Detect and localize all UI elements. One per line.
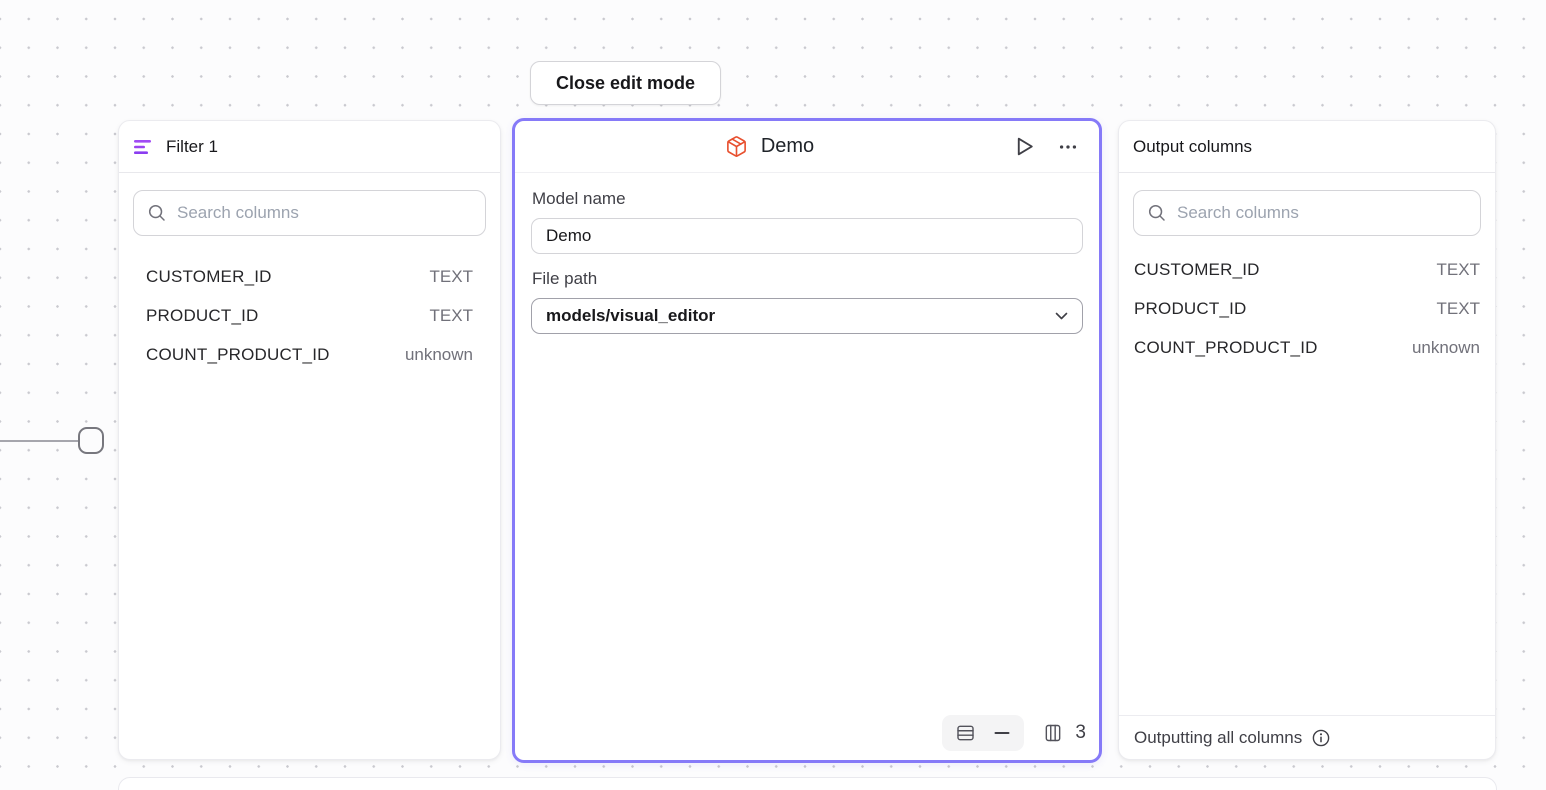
column-type: TEXT: [429, 305, 473, 325]
column-name: COUNT_PRODUCT_ID: [1134, 337, 1318, 357]
edge-connector-line: [0, 440, 79, 442]
info-icon[interactable]: [1311, 728, 1331, 748]
edge-connector-handle[interactable]: [78, 427, 104, 454]
filter-node-panel[interactable]: Filter 1 CUSTOMER_ID TEXT PRODUCT_ID TEX…: [118, 120, 501, 760]
column-name: CUSTOMER_ID: [146, 266, 272, 286]
column-type: TEXT: [1436, 259, 1480, 279]
more-options-button[interactable]: [1055, 134, 1081, 160]
file-path-select[interactable]: models/visual_editor: [531, 298, 1083, 334]
view-mode-pill: [942, 715, 1025, 751]
run-model-button[interactable]: [1010, 132, 1039, 161]
model-panel-title: Demo: [760, 135, 815, 157]
close-edit-mode-button[interactable]: Close edit mode: [530, 61, 721, 105]
file-path-label: File path: [532, 269, 598, 288]
output-footer-text: Outputting all columns: [1134, 727, 1303, 747]
column-row[interactable]: PRODUCT_ID TEXT: [119, 296, 500, 335]
filter-icon: [133, 139, 153, 155]
column-type: TEXT: [1436, 298, 1480, 318]
column-row[interactable]: COUNT_PRODUCT_ID unknown: [119, 335, 500, 374]
filter-search-box[interactable]: [133, 190, 486, 236]
filter-panel-header: Filter 1: [119, 121, 500, 173]
chevron-down-icon: [1055, 312, 1068, 321]
model-name-input[interactable]: [531, 218, 1083, 254]
output-search-input[interactable]: [1177, 203, 1467, 223]
output-search-box[interactable]: [1133, 190, 1481, 236]
partial-bottom-node-panel[interactable]: [118, 777, 1497, 790]
search-icon: [147, 203, 167, 223]
filter-search-input[interactable]: [177, 203, 472, 223]
column-row[interactable]: PRODUCT_ID TEXT: [1119, 289, 1495, 328]
output-columns-panel[interactable]: Output columns CUSTOMER_ID TEXT PRODUCT_…: [1118, 120, 1496, 760]
collapse-preview-button[interactable]: [991, 722, 1013, 744]
column-row[interactable]: COUNT_PRODUCT_ID unknown: [1119, 328, 1495, 367]
column-row[interactable]: CUSTOMER_ID TEXT: [119, 257, 500, 296]
model-panel-header: Demo: [515, 121, 1099, 173]
column-type: unknown: [1411, 337, 1480, 357]
column-name: PRODUCT_ID: [1134, 298, 1247, 318]
file-path-value: models/visual_editor: [546, 306, 716, 325]
model-node-panel-selected[interactable]: Demo Model name File path models/visual_…: [512, 118, 1102, 763]
column-name: COUNT_PRODUCT_ID: [146, 344, 330, 364]
filter-panel-title: Filter 1: [166, 136, 218, 156]
column-type: unknown: [404, 344, 473, 364]
table-rows-view-button[interactable]: [953, 721, 978, 745]
model-cube-icon: [725, 135, 748, 158]
column-count: 3: [1075, 722, 1086, 743]
filter-column-list: CUSTOMER_ID TEXT PRODUCT_ID TEXT COUNT_P…: [119, 257, 500, 374]
model-footer-toolbar: 3: [942, 715, 1086, 751]
search-icon: [1147, 203, 1167, 223]
output-panel-title: Output columns: [1133, 136, 1253, 156]
column-name: CUSTOMER_ID: [1134, 259, 1260, 279]
output-panel-header: Output columns: [1119, 121, 1495, 173]
model-name-label: Model name: [532, 189, 626, 208]
columns-view-button[interactable]: [1041, 721, 1065, 745]
output-column-list: CUSTOMER_ID TEXT PRODUCT_ID TEXT COUNT_P…: [1119, 250, 1495, 367]
output-footer: Outputting all columns: [1119, 715, 1495, 759]
column-row[interactable]: CUSTOMER_ID TEXT: [1119, 250, 1495, 289]
column-type: TEXT: [429, 266, 473, 286]
column-name: PRODUCT_ID: [146, 305, 259, 325]
